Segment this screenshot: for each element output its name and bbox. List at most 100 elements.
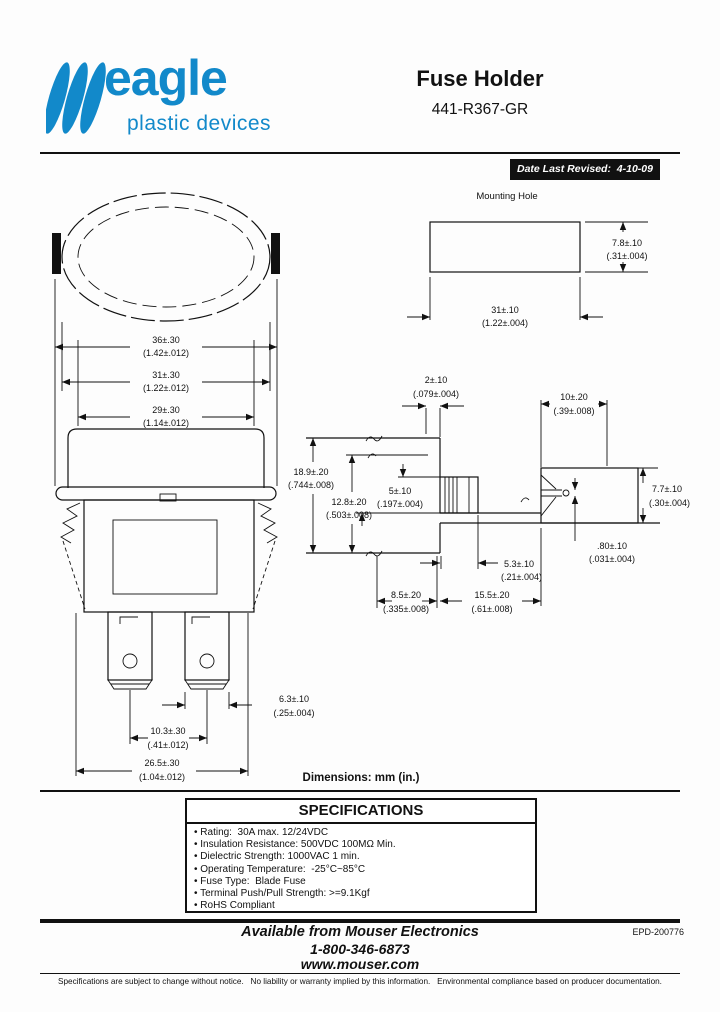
dim-5: 5±.10 (.197±.004) (356, 464, 440, 526)
dim-mh-w-mm: 31±.10 (491, 305, 518, 315)
dim-26-5-in: (1.04±.012) (139, 772, 185, 782)
website: www.mouser.com (300, 956, 420, 972)
dim-5-3: 5.3±.10 (.21±.004) (420, 515, 542, 582)
right-snap-clip (257, 502, 278, 544)
footer-rule-thick (40, 919, 680, 923)
dim-7-7-in: (.30±.004) (649, 498, 690, 508)
dimensions-note: Dimensions: mm (in.) (302, 772, 420, 784)
mounting-hole-rect (429, 221, 581, 273)
spec-item: • Dielectric Strength: 1000VAC 1 min. (194, 851, 360, 863)
dim-5-in: (.197±.004) (377, 499, 423, 509)
dim-36: 36±.30 (1.42±.012) (54, 279, 278, 486)
fuse-window (112, 519, 218, 595)
mounting-hole-label: Mounting Hole (476, 191, 537, 202)
flange (55, 486, 277, 501)
dim-26-5-mm: 26.5±.30 (145, 758, 180, 768)
break-mark (365, 550, 383, 557)
dim-15-5: 15.5±.20 (.61±.008) (440, 528, 542, 614)
dim-18-9-in: (.744±.008) (288, 480, 334, 490)
dim-7-7-mm: 7.7±.10 (652, 484, 682, 494)
dim-mh-h-mm: 7.8±.10 (612, 238, 642, 248)
header-rule (40, 152, 680, 154)
dim-31-in: (1.22±.012) (143, 383, 189, 393)
dim-0-80: .80±.10 (.031±.004) (571, 478, 635, 564)
spec-item: • Terminal Push/Pull Strength: >=9.1Kgf (194, 888, 370, 900)
dim-15-5-mm: 15.5±.20 (475, 590, 510, 600)
part-number: 441-R367-GR (431, 101, 529, 118)
dim-2-in: (.079±.004) (413, 389, 459, 399)
dim-0-80-mm: .80±.10 (597, 541, 627, 551)
dim-2: 2±.10 (.079±.004) (402, 375, 464, 437)
spec-item: • Operating Temperature: -25°C~85°C (194, 863, 366, 875)
blade-hole (562, 489, 570, 497)
specifications-list: • Rating: 30A max. 12/24VDC • Insulation… (187, 824, 535, 912)
dim-12-8-in: (.503±.008) (326, 510, 372, 520)
spec-item: • Rating: 30A max. 12/24VDC (194, 827, 329, 838)
dim-31-mm: 31±.30 (152, 370, 179, 380)
dim-mh-w-in: (1.22±.004) (482, 318, 528, 328)
break-mark (367, 453, 377, 459)
dim-8-5-in: (.335±.008) (383, 604, 429, 614)
top-view-drawing (52, 192, 280, 322)
distributor-line: Available from Mouser Electronics (241, 924, 479, 940)
dim-mh-h-in: (.31±.004) (607, 251, 648, 261)
handle-bar (540, 467, 639, 524)
page-title: Fuse Holder (416, 66, 544, 91)
dim-36-in: (1.42±.012) (143, 348, 189, 358)
center-tab (159, 493, 177, 502)
dim-18-9-mm: 18.9±.20 (294, 467, 329, 477)
dim-18-9: 18.9±.20 (.744±.008) (288, 438, 334, 553)
break-mark (520, 497, 530, 503)
snap-rib-block (439, 476, 479, 514)
left-snap-clip (60, 502, 81, 544)
body-outline (83, 499, 255, 613)
dim-6-3: 6.3±.10 (.25±.004) (162, 692, 314, 718)
bezel-outer-ellipse (61, 192, 271, 322)
dim-12-8-mm: 12.8±.20 (332, 497, 367, 507)
mounting-hole-drawing: Mounting Hole 7.8±.10 (.31±.004) 31±.10 … (407, 191, 648, 328)
dim-31: 31±.30 (1.22±.012) (61, 322, 271, 393)
bezel-outline (67, 428, 265, 488)
dim-6-3-mm: 6.3±.10 (279, 694, 309, 704)
doc-number: EPD-200776 (632, 927, 684, 937)
specifications-box: SPECIFICATIONS • Rating: 30A max. 12/24V… (185, 798, 537, 913)
dim-29-mm: 29±.30 (152, 405, 179, 415)
dim-10-mm: 10±.20 (560, 392, 587, 402)
dim-10: 10±.20 (.39±.008) (540, 392, 608, 467)
spec-item: • RoHS Compliant (194, 900, 275, 912)
dim-15-5-in: (.61±.008) (472, 604, 513, 614)
dim-5-3-mm: 5.3±.10 (504, 559, 534, 569)
spec-item: • Insulation Resistance: 500VDC 100MΩ Mi… (194, 839, 396, 851)
dim-0-80-in: (.031±.004) (589, 554, 635, 564)
dim-8-5: 8.5±.20 (.335±.008) (376, 556, 438, 614)
dim-5-mm: 5±.10 (389, 486, 411, 496)
phone-number: 1-800-346-6873 (310, 941, 410, 957)
dim-10-3-in: (.41±.012) (148, 740, 189, 750)
disclaimer-text: Specifications are subject to change wit… (58, 977, 662, 986)
dim-29: 29±.30 (1.14±.012) (77, 340, 255, 428)
dim-26-5: 26.5±.30 (1.04±.012) (75, 613, 249, 782)
dim-2-mm: 2±.10 (425, 375, 447, 385)
eagle-logo-icon (46, 62, 106, 134)
bezel-inner-ellipse (77, 206, 255, 308)
section-rule (40, 790, 680, 792)
footer-rule-thin (40, 973, 680, 974)
dim-10-in: (.39±.008) (554, 406, 595, 416)
dim-8-5-mm: 8.5±.20 (391, 590, 421, 600)
dim-12-8: 12.8±.20 (.503±.008) (326, 455, 372, 553)
brand-name: eagle (104, 50, 228, 106)
dim-36-mm: 36±.30 (152, 335, 179, 345)
spec-item: • Fuse Type: Blade Fuse (194, 875, 306, 887)
date-revised-badge: Date Last Revised: 4-10-09 (510, 159, 660, 180)
dim-6-3-in: (.25±.004) (274, 708, 315, 718)
dim-10-3: 10.3±.30 (.41±.012) (129, 690, 208, 750)
front-view-drawing (55, 428, 278, 690)
dim-5-3-in: (.21±.004) (501, 572, 542, 582)
left-terminal (107, 611, 153, 690)
break-mark (365, 435, 383, 442)
right-mounting-tab (271, 233, 280, 274)
right-terminal (184, 611, 230, 690)
dim-7-7: 7.7±.10 (.30±.004) (639, 468, 690, 523)
